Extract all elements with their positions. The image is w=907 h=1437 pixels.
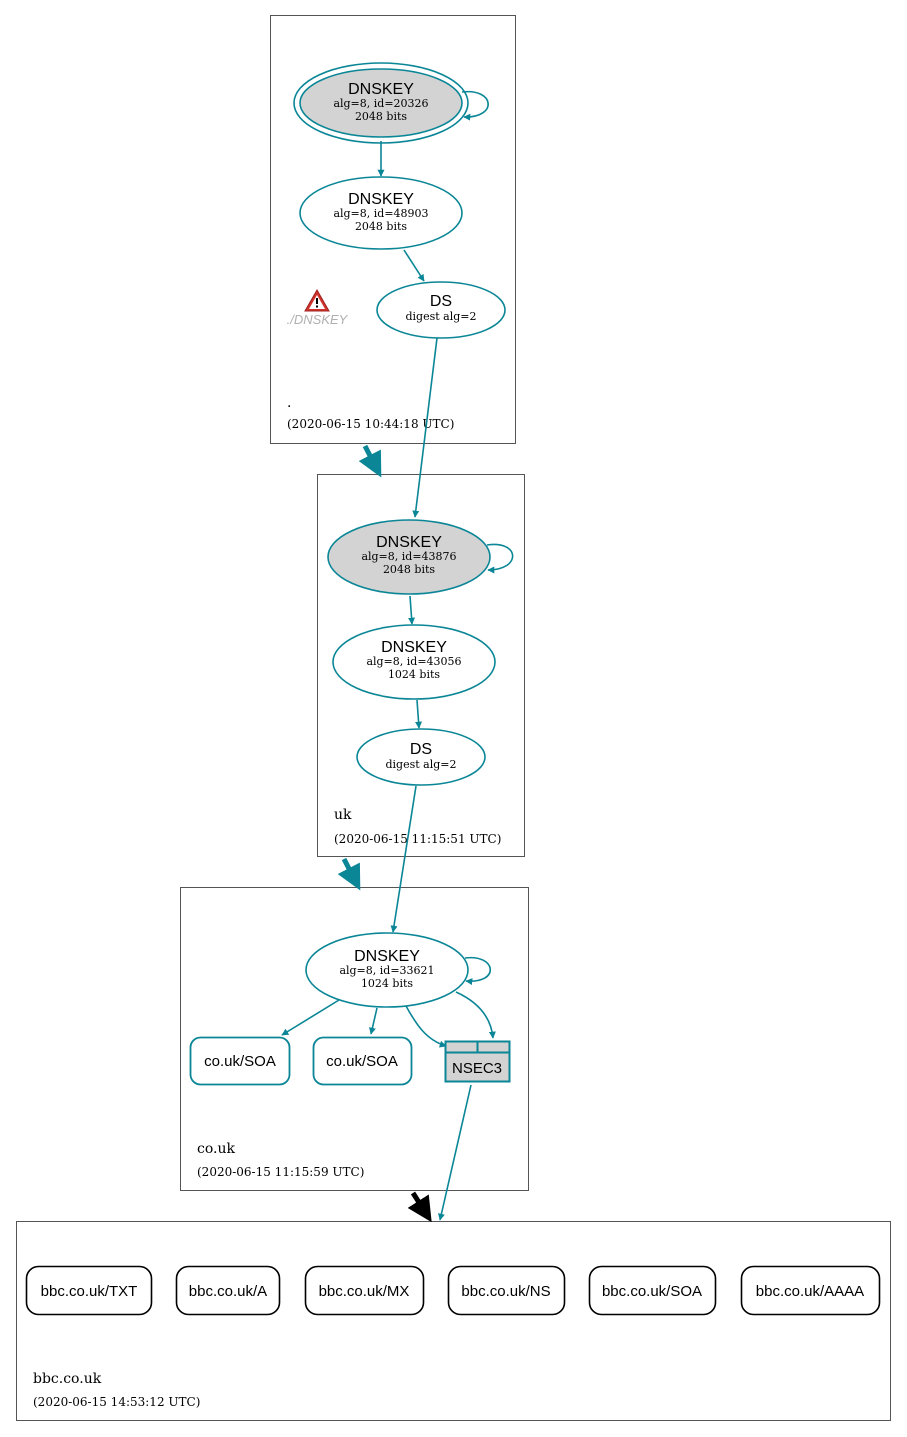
zone-root: . (2020-06-15 10:44:18 UTC) [270,15,516,444]
bbc-record-a[interactable]: bbc.co.uk/A [175,1265,281,1316]
bbc-record-soa[interactable]: bbc.co.uk/SOA [588,1265,717,1316]
zone-bbc-name: bbc.co.uk [33,1371,102,1387]
couk-soa1-node[interactable]: co.uk/SOA [189,1036,291,1086]
bbc-record-ns-label: bbc.co.uk/NS [461,1283,550,1300]
uk-zsk-line2: 1024 bits [388,668,440,681]
root-ds-title: DS [430,293,452,310]
uk-zsk-title: DNSKEY [381,639,447,656]
zone-root-name: . [287,395,291,411]
root-warning-label: ./DNSKEY [287,312,349,327]
couk-key-to-soa1-edge [281,999,340,1036]
root-dnskey-warning[interactable]: ./DNSKEY [287,288,349,327]
root-ksk-self-signature-edge [461,90,489,121]
uk-ds-line1: digest alg=2 [385,758,456,771]
uk-ksk-to-zsk-edge [408,595,416,625]
zone-bbc-box [16,1221,891,1421]
root-ksk-line1: alg=8, id=20326 [333,97,428,110]
bbc-record-txt-label: bbc.co.uk/TXT [41,1283,138,1300]
zone-uk-name: uk [334,807,352,823]
zone-couk-timestamp: (2020-06-15 11:15:59 UTC) [197,1165,364,1179]
root-zsk-node[interactable]: DNSKEY alg=8, id=48903 2048 bits [299,176,463,250]
bbc-record-mx-label: bbc.co.uk/MX [319,1283,410,1300]
delegation-couk-to-bbc-arrow [407,1191,432,1223]
uk-ds-node[interactable]: DS digest alg=2 [356,728,486,786]
couk-key-title: DNSKEY [354,948,420,965]
uk-ksk-line1: alg=8, id=43876 [361,550,456,563]
uk-ksk-title: DNSKEY [376,534,442,551]
bbc-record-mx[interactable]: bbc.co.uk/MX [304,1265,425,1316]
uk-zsk-to-ds-edge [415,699,423,729]
root-zsk-to-ds-edge [403,249,425,282]
uk-ds-title: DS [410,741,432,758]
nsec3-to-bbc-zone-edge [437,1084,472,1221]
uk-zsk-node[interactable]: DNSKEY alg=8, id=43056 1024 bits [332,624,496,700]
root-ds-to-uk-ksk-edge [412,337,438,518]
delegation-root-to-uk-arrow [358,444,382,478]
root-zsk-line1: alg=8, id=48903 [333,207,428,220]
couk-nsec3-node[interactable]: NSEC3 [444,1040,511,1083]
couk-key-line2: 1024 bits [361,977,413,990]
delegation-uk-to-couk-arrow [337,857,361,891]
zone-uk-timestamp: (2020-06-15 11:15:51 UTC) [334,832,501,846]
couk-key-to-nsec3-edge-a [405,1005,447,1048]
couk-soa2-node[interactable]: co.uk/SOA [312,1036,413,1086]
zone-bbc-timestamp: (2020-06-15 14:53:12 UTC) [33,1395,200,1409]
bbc-record-ns[interactable]: bbc.co.uk/NS [447,1265,566,1316]
root-ds-line1: digest alg=2 [405,310,476,323]
couk-soa1-label: co.uk/SOA [204,1053,276,1070]
couk-soa2-label: co.uk/SOA [326,1053,398,1070]
zone-root-box [270,15,516,444]
root-ksk-title: DNSKEY [348,81,414,98]
couk-key-node[interactable]: DNSKEY alg=8, id=33621 1024 bits [305,932,469,1008]
root-zsk-line2: 2048 bits [355,220,407,233]
root-zsk-title: DNSKEY [348,191,414,208]
uk-ksk-self-signature-edge [486,543,514,574]
couk-key-line1: alg=8, id=33621 [339,964,434,977]
bbc-record-aaaa-label: bbc.co.uk/AAAA [756,1283,864,1300]
warning-icon [304,288,330,312]
bbc-record-txt[interactable]: bbc.co.uk/TXT [25,1265,153,1316]
zone-couk-name: co.uk [197,1141,235,1157]
uk-ksk-line2: 2048 bits [383,563,435,576]
root-ksk-line2: 2048 bits [355,110,407,123]
uk-ksk-node[interactable]: DNSKEY alg=8, id=43876 2048 bits [327,519,491,595]
uk-ds-to-couk-key-edge [390,785,417,933]
bbc-record-aaaa[interactable]: bbc.co.uk/AAAA [740,1265,881,1316]
couk-key-to-soa2-edge [369,1007,378,1035]
couk-key-to-nsec3-edge-b [455,991,496,1039]
root-ksk-node[interactable]: DNSKEY alg=8, id=20326 2048 bits [293,62,469,144]
couk-key-self-signature-edge [464,956,492,986]
zone-bbc: bbc.co.uk (2020-06-15 14:53:12 UTC) [16,1221,891,1421]
root-ds-node[interactable]: DS digest alg=2 [376,281,506,339]
bbc-record-soa-label: bbc.co.uk/SOA [602,1283,702,1300]
couk-nsec3-label: NSEC3 [452,1060,502,1077]
bbc-record-a-label: bbc.co.uk/A [189,1283,267,1300]
uk-zsk-line1: alg=8, id=43056 [366,655,461,668]
zone-root-timestamp: (2020-06-15 10:44:18 UTC) [287,417,454,431]
